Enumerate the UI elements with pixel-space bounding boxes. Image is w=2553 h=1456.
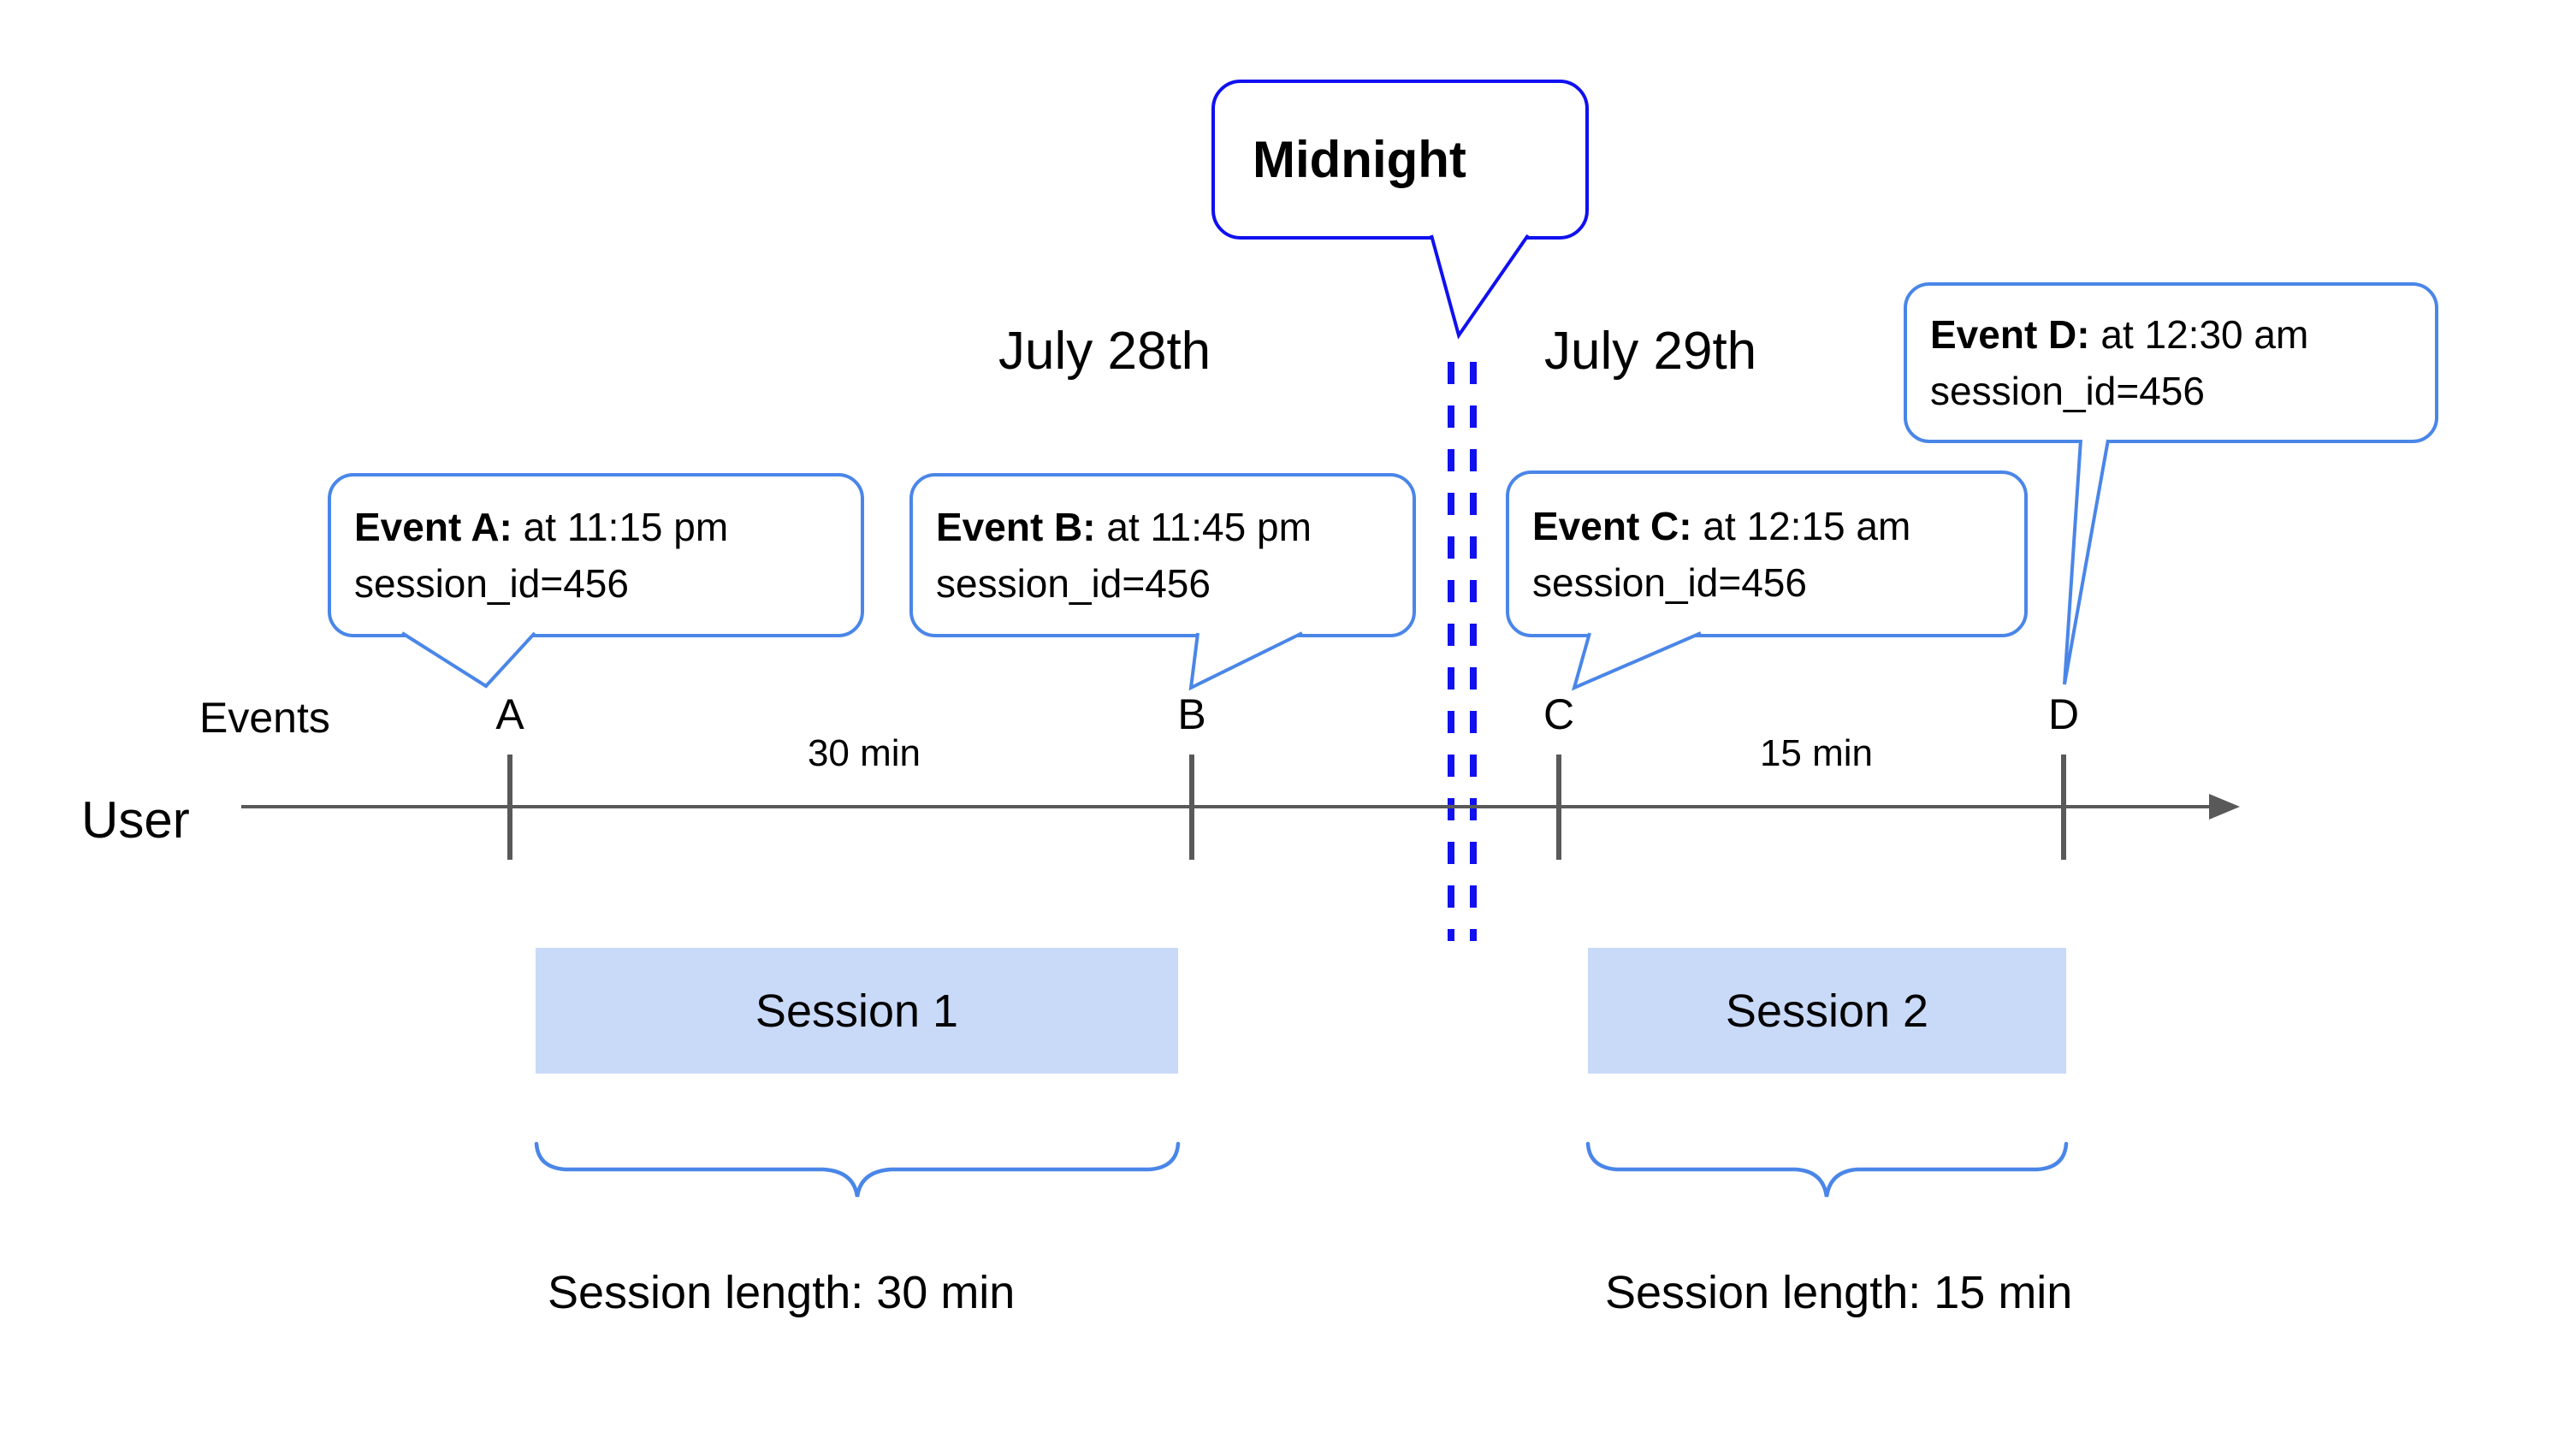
- tick-label-b: B: [1177, 690, 1206, 738]
- event-d-callout-bubble: Event D: at 12:30 am session_id=456: [1904, 282, 2438, 443]
- event-b-bubble-tail: [1188, 631, 1303, 691]
- gap-label-30min: 30 min: [807, 732, 921, 774]
- event-c-callout-bubble: Event C: at 12:15 am session_id=456: [1506, 471, 2028, 637]
- date-label-july-28: July 28th: [998, 322, 1211, 381]
- tick-label-c: C: [1543, 690, 1575, 738]
- session-2-bar: Session 2: [1588, 948, 2066, 1074]
- session-1-brace: [534, 1141, 1181, 1198]
- session-2-brace: [1585, 1141, 2069, 1198]
- event-d-bubble-tail: [2063, 439, 2110, 685]
- event-d-callout-line1: Event D: at 12:30 am: [1930, 312, 2309, 357]
- session-2-length-caption: Session length: 15 min: [1605, 1267, 2073, 1318]
- session-1-length-caption: Session length: 30 min: [548, 1267, 1016, 1318]
- session-1-bar: Session 1: [536, 948, 1178, 1074]
- event-b-callout-bubble: Event B: at 11:45 pm session_id=456: [909, 473, 1416, 637]
- user-axis-label: User: [81, 791, 190, 849]
- event-a-callout-bubble: Event A: at 11:15 pm session_id=456: [328, 473, 864, 637]
- midnight-bubble-tail: [1430, 234, 1530, 340]
- event-d-callout-line2: session_id=456: [1930, 369, 2205, 413]
- event-c-callout-line2: session_id=456: [1532, 559, 1807, 605]
- event-b-callout-line1: Event B: at 11:45 pm: [936, 505, 1312, 549]
- events-axis-label: Events: [199, 694, 330, 742]
- event-b-callout-line2: session_id=456: [936, 561, 1211, 606]
- event-c-callout-line1: Event C: at 12:15 am: [1532, 503, 1911, 548]
- gap-label-15min: 15 min: [1759, 732, 1874, 774]
- event-a-bubble-tail: [400, 631, 536, 689]
- timeline-arrowhead-icon: [2209, 794, 2240, 820]
- midnight-callout-bubble: Midnight: [1211, 80, 1589, 240]
- event-c-bubble-tail: [1571, 631, 1702, 691]
- midnight-label: Midnight: [1253, 131, 1466, 188]
- session-1-bar-label: Session 1: [755, 985, 959, 1037]
- event-a-callout-line2: session_id=456: [354, 561, 629, 606]
- event-a-callout-line1: Event A: at 11:15 pm: [354, 505, 729, 549]
- tick-label-d: D: [2047, 690, 2080, 738]
- session-2-bar-label: Session 2: [1725, 985, 1929, 1037]
- tick-label-a: A: [495, 690, 524, 738]
- date-label-july-29: July 29th: [1544, 322, 1757, 381]
